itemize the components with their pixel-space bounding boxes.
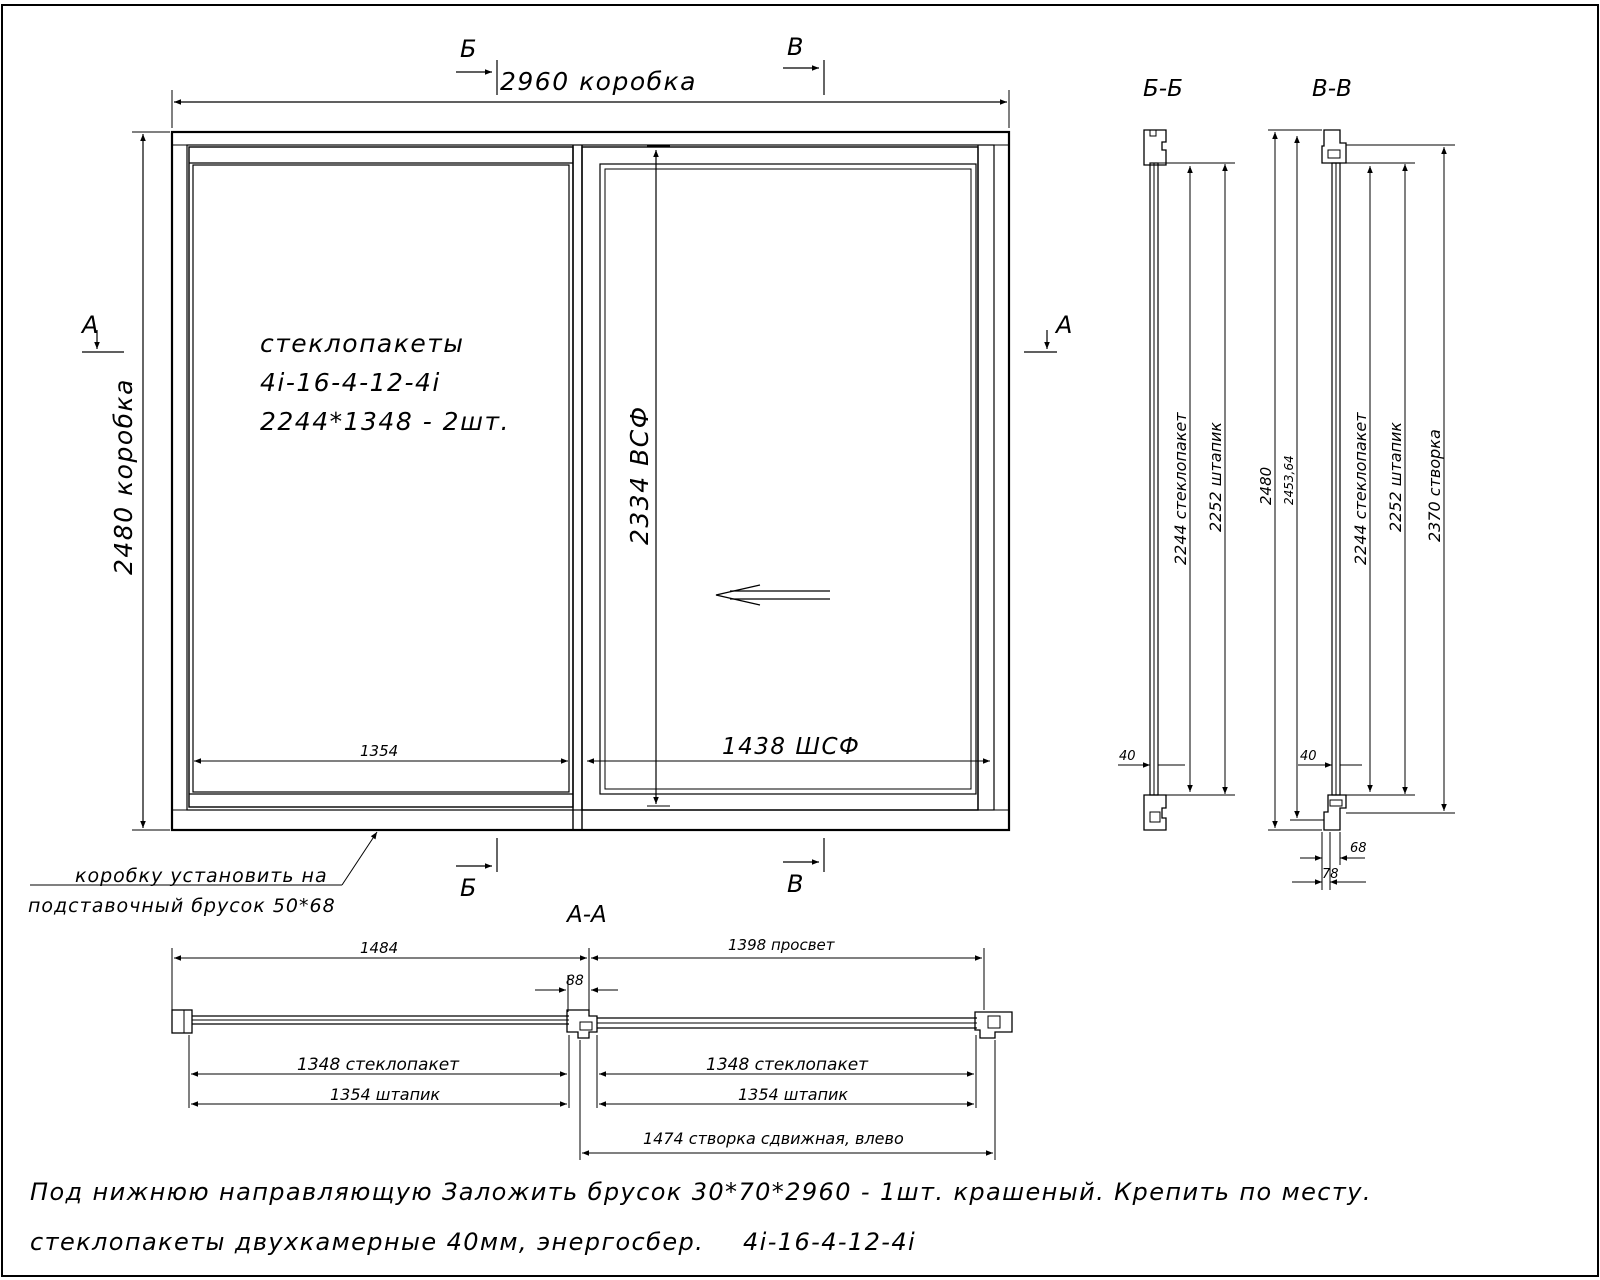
left-glass <box>192 164 570 793</box>
frame-inner <box>186 144 995 811</box>
section-aa-gap: 88 <box>566 973 584 989</box>
section-aa-bead-left: 1354 штапик <box>330 1085 440 1104</box>
section-bb-bead: 2252 штапик <box>1206 422 1225 532</box>
section-vv-w1: 68 <box>1350 841 1367 856</box>
section-aa-title: А-А <box>565 902 607 928</box>
svg-text:Б: Б <box>460 874 476 902</box>
note-line-1: Под нижнюю направляющую Заложить брусок … <box>30 1178 1372 1206</box>
frame-outer <box>170 130 1011 832</box>
sash-height-label: 2334 ВСФ <box>625 405 654 545</box>
cut-mark-b-bottom: Б <box>456 838 498 902</box>
svg-text:А: А <box>1054 311 1072 339</box>
install-note-line-1: коробку установить на <box>75 865 328 887</box>
notes: Под нижнюю направляющую Заложить брусок … <box>30 1178 1372 1256</box>
glass-text-2: 4i-16-4-12-4i <box>260 368 441 397</box>
svg-text:В: В <box>787 870 803 898</box>
left-panel <box>188 146 574 808</box>
section-vv-w2: 78 <box>1322 867 1339 882</box>
section-vv-total: 2480 <box>1257 467 1275 505</box>
cut-mark-a-left: А <box>80 311 124 353</box>
overall-width-label: 2960 коробка <box>500 67 697 96</box>
sash-glass <box>599 163 977 795</box>
section-aa: А-А 1484 1398 просвет 88 <box>171 902 1013 1160</box>
section-bb: Б-Б 2244 стеклопакет 2252 штапик 40 <box>1118 76 1235 831</box>
cut-mark-a-right: А <box>1024 311 1072 353</box>
section-aa-glass-left: 1348 стеклопакет <box>297 1055 460 1075</box>
cut-mark-v-top: В <box>783 33 825 95</box>
section-vv-title: В-В <box>1312 76 1352 102</box>
section-aa-opening: 1398 просвет <box>728 936 836 954</box>
left-width-label: 1354 <box>360 742 398 760</box>
section-vv-depth: 40 <box>1300 749 1317 764</box>
section-bb-title: Б-Б <box>1143 76 1183 102</box>
install-note-line-2: подставочный брусок 50*68 <box>28 895 336 917</box>
section-bb-depth: 40 <box>1119 749 1136 764</box>
glass-text-1: стеклопакеты <box>260 329 465 358</box>
front-view: 2960 коробка 2480 коробка 2334 ВСФ 1354 … <box>28 33 1072 917</box>
svg-text:Б: Б <box>460 35 476 63</box>
sheet-border <box>1 4 1599 1277</box>
section-aa-glass-right: 1348 стеклопакет <box>706 1055 869 1075</box>
slide-left-arrow <box>715 584 830 606</box>
svg-text:В: В <box>787 33 803 61</box>
glass-text-3: 2244*1348 - 2шт. <box>260 407 510 436</box>
note-line-2: стеклопакеты двухкамерные 40мм, энергосб… <box>30 1228 704 1256</box>
section-vv-glass: 2244 стеклопакет <box>1351 412 1370 565</box>
install-note: коробку установить на подставочный брусо… <box>28 831 378 917</box>
note-line-2-code: 4i-16-4-12-4i <box>743 1228 916 1256</box>
section-aa-left-width: 1484 <box>360 939 398 957</box>
section-vv: В-В 2480 2453,64 2244 стеклопакет 2252 ш… <box>1257 76 1455 890</box>
overall-height-label: 2480 коробка <box>109 378 138 575</box>
section-vv-inner: 2453,64 <box>1282 455 1296 505</box>
section-bb-glass: 2244 стеклопакет <box>1171 412 1190 565</box>
section-aa-bead-right: 1354 штапик <box>738 1085 848 1104</box>
section-aa-sash: 1474 створка сдвижная, влево <box>643 1129 904 1148</box>
sash-width-label: 1438 ШСФ <box>722 734 860 760</box>
section-vv-sash: 2370 створка <box>1425 429 1444 542</box>
svg-text:А: А <box>80 311 98 339</box>
cut-mark-b-top: Б <box>456 35 498 95</box>
section-vv-bead: 2252 штапик <box>1386 422 1405 532</box>
cut-mark-v-bottom: В <box>783 838 825 898</box>
